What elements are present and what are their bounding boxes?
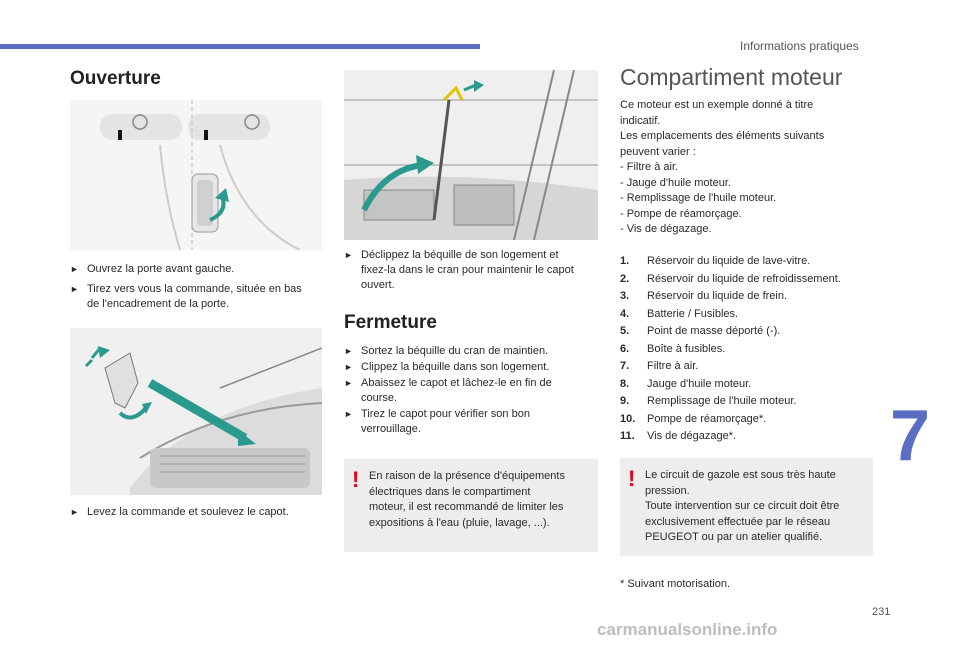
exclamation-icon: ! [628, 466, 636, 491]
step-fermeture-3: ► Abaissez le capot et lâchez-le en fin … [344, 376, 552, 406]
note-gazole: ! Le circuit de gazole est sous très hau… [620, 458, 873, 556]
list-item: 5.Point de masse déporté (-). [620, 325, 781, 337]
step-fermeture-2: ► Clippez la béquille dans son logement. [344, 360, 549, 375]
triangle-pointer-icon: ► [344, 362, 353, 372]
figure-prop-rod [344, 70, 598, 240]
header-bar [0, 44, 480, 49]
step-text: Tirez vers vous la commande, située en b… [87, 283, 302, 295]
triangle-pointer-icon: ► [70, 284, 79, 294]
step-text: Abaissez le capot et lâchez-le en fin de [361, 377, 552, 389]
chapter-number: 7 [890, 396, 931, 476]
heading-fermeture: Fermeture [344, 312, 437, 333]
figure-hood-lever [70, 328, 322, 495]
list-item: 6.Boîte à fusibles. [620, 342, 726, 355]
list-item: 7.Filtre à air. [620, 360, 699, 372]
step-levez-commande: ► Levez la commande et soulevez le capot… [70, 505, 289, 520]
triangle-pointer-icon: ► [344, 346, 353, 356]
numbered-list: 1.Réservoir du liquide de lave-vitre. 2.… [620, 253, 870, 446]
list-item: 8.Jauge d'huile moteur. [620, 377, 752, 390]
step-text: fixez-la dans le cran pour maintenir le … [361, 264, 574, 276]
step-text: Levez la commande et soulevez le capot. [87, 506, 289, 518]
step-fermeture-4: ► Tirez le capot pour vérifier son bon v… [344, 407, 530, 437]
heading-ouverture: Ouverture [70, 68, 161, 89]
triangle-pointer-icon: ► [70, 264, 79, 274]
step-text: verrouillage. [361, 423, 421, 435]
step-text: de l'encadrement de la porte. [87, 298, 230, 310]
step-text: Ouvrez la porte avant gauche. [87, 263, 235, 275]
exclamation-icon: ! [352, 467, 360, 492]
step-ouvrez-porte: ► Ouvrez la porte avant gauche. [70, 262, 234, 277]
step-text: Clippez la béquille dans son logement. [361, 361, 550, 373]
step-text: Sortez la béquille du cran de maintien. [361, 345, 549, 357]
triangle-pointer-icon: ► [70, 507, 79, 517]
list-item: 10.Pompe de réamorçage*. [620, 412, 767, 425]
watermark: carmanualsonline.info [597, 620, 778, 639]
section-title: Informations pratiques [740, 39, 859, 53]
triangle-pointer-icon: ► [344, 250, 353, 260]
list-item: 11.Vis de dégazage*. [620, 430, 737, 442]
list-item: 1.Réservoir du liquide de lave-vitre. [620, 255, 811, 267]
note-electrical: ! En raison de la présence d'équipements… [344, 459, 598, 552]
step-declippez-bequille: ► Déclippez la béquille de son logement … [344, 248, 574, 293]
heading-compartiment: Compartiment moteur [620, 64, 843, 90]
step-tirez-commande: ► Tirez vers vous la commande, située en… [70, 282, 302, 312]
list-item: 2.Réservoir du liquide de refroidissemen… [620, 272, 841, 285]
step-fermeture-1: ► Sortez la béquille du cran de maintien… [344, 344, 548, 359]
footnote: * Suivant motorisation. [620, 578, 731, 590]
list-item: 9.Remplissage de l'huile moteur. [620, 395, 797, 407]
step-text: Tirez le capot pour vérifier son bon [361, 408, 530, 420]
figure-door-release [70, 100, 322, 250]
step-text: ouvert. [361, 279, 395, 291]
page-number: 231 [872, 606, 891, 618]
list-item: 4.Batterie / Fusibles. [620, 307, 739, 320]
step-text: Déclippez la béquille de son logement et [361, 249, 559, 261]
step-text: course. [361, 392, 398, 404]
triangle-pointer-icon: ► [344, 409, 353, 419]
intro-text: Ce moteur est un exemple donné à titre i… [620, 99, 825, 235]
triangle-pointer-icon: ► [344, 378, 353, 388]
list-item: 3.Réservoir du liquide de frein. [620, 290, 788, 302]
